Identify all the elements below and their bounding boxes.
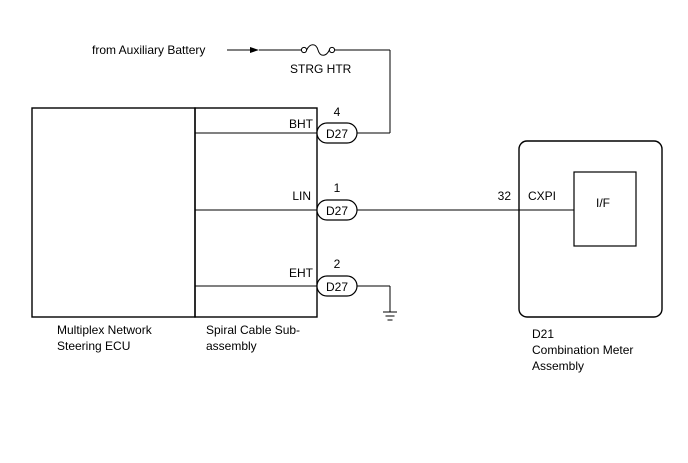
- meter-code-label: D21: [532, 327, 554, 341]
- spiral-label-line2: assembly: [206, 339, 257, 353]
- eht-signal-label: EHT: [289, 266, 314, 280]
- meter-pin-number: 32: [498, 189, 512, 203]
- interface-label: I/F: [596, 196, 610, 210]
- fuse-icon: [300, 44, 336, 56]
- spiral-label-line1: Spiral Cable Sub-: [206, 323, 300, 337]
- bht-connector-code: D27: [326, 127, 348, 141]
- lin-connector-code: D27: [326, 204, 348, 218]
- arrow-icon: [250, 47, 259, 53]
- meter-label-line2: Assembly: [532, 359, 584, 373]
- eht-pin-number: 2: [334, 257, 341, 271]
- bht-signal-label: BHT: [289, 117, 314, 131]
- eht-connector-code: D27: [326, 280, 348, 294]
- ecu-label-line1: Multiplex Network: [57, 323, 153, 337]
- meter-box: [518, 140, 663, 318]
- source-label: from Auxiliary Battery: [92, 43, 205, 57]
- lin-signal-label: LIN: [292, 189, 311, 203]
- bht-connector: [316, 122, 358, 144]
- ecu-label-line2: Steering ECU: [57, 339, 130, 353]
- interface-box: [573, 171, 637, 247]
- bht-pin-number: 4: [334, 105, 341, 119]
- meter-label-line1: Combination Meter: [532, 343, 633, 357]
- meter-signal-label: CXPI: [528, 189, 556, 203]
- lin-pin-number: 1: [334, 181, 341, 195]
- fuse-label: STRG HTR: [290, 62, 352, 76]
- ground-icon: [383, 311, 397, 321]
- ecu-box: [31, 107, 196, 318]
